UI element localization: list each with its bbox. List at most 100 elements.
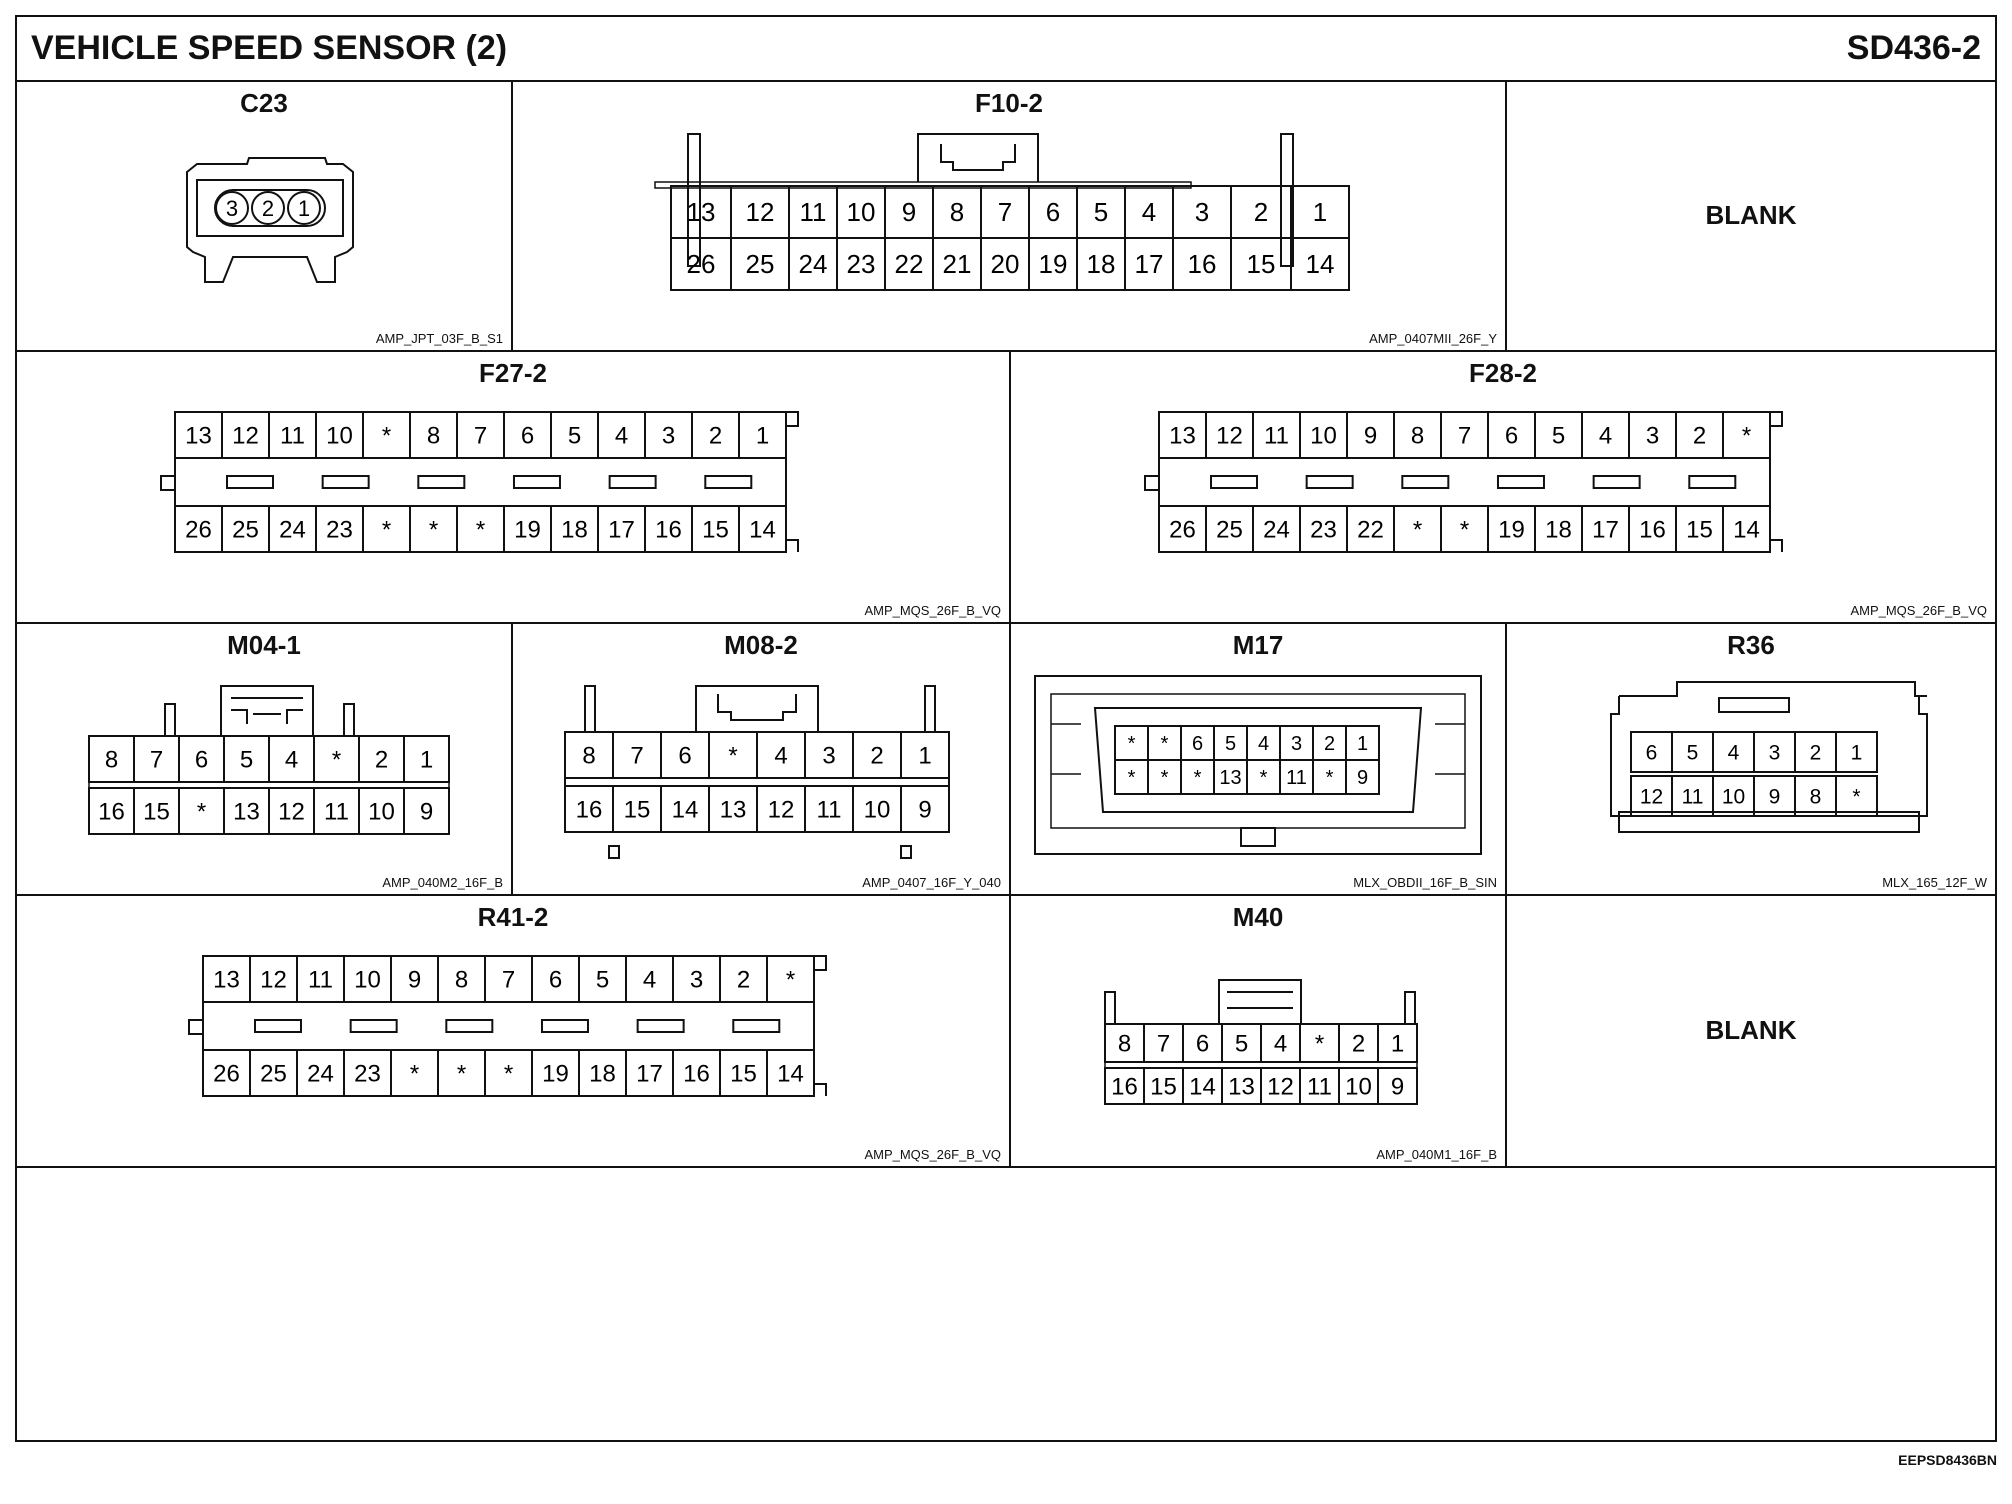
pin-number: 9 [1357,767,1368,789]
pin-number: 7 [474,423,487,450]
pin-number: 19 [514,517,541,544]
pin-number: 2 [737,967,750,994]
pin-number: 3 [662,423,675,450]
pin-number: 24 [799,249,828,279]
pin-number: 3 [1291,733,1302,755]
pin-number: 15 [143,799,170,826]
pin-number: 2 [375,747,388,774]
connector-type: AMP_040M2_16F_B [382,875,503,890]
pin-number: 5 [596,967,609,994]
pin-number: 6 [1046,197,1060,227]
pin-number: 2 [709,423,722,450]
pin-number: 8 [105,747,118,774]
connector-name: R36 [1727,630,1775,660]
empty-pin-mark: * [197,799,206,826]
pin-number: 17 [1135,249,1164,279]
connector-type: MLX_OBDII_16F_B_SIN [1353,875,1497,890]
pin-number: 14 [1306,249,1335,279]
pin-number: 5 [240,747,253,774]
pin-number: 22 [895,249,924,279]
pin-number: 4 [1258,733,1269,755]
pin-number: 11 [1682,786,1704,809]
connector-name: M04-1 [227,630,301,660]
pin-number: 19 [1498,517,1525,544]
pin-number: 26 [687,249,716,279]
pin-number: 8 [1118,1031,1131,1058]
pin-number: 19 [1039,249,1068,279]
pin-number: 12 [232,423,259,450]
pin-number: 12 [768,797,795,824]
pin-number: 13 [1219,767,1241,789]
pin-number: 9 [1391,1074,1404,1101]
empty-pin-mark: * [476,517,485,544]
pin-number: 16 [1639,517,1666,544]
pin-number: 12 [1267,1074,1294,1101]
connector-name: F28-2 [1469,358,1537,388]
pin-number: 6 [1505,423,1518,450]
pin-number: 3 [1646,423,1659,450]
f28-2-pins-bottom-cavity-12 [1722,505,1771,553]
pin-number: 14 [1189,1074,1216,1101]
pin-number: 23 [847,249,876,279]
pin-number: 2 [262,196,274,221]
pin-number: 8 [582,743,595,770]
m04-bottom-cavity-7 [403,787,450,835]
pin-number: 14 [749,517,776,544]
empty-pin-mark: * [1326,767,1334,789]
pin-number: 15 [1247,249,1276,279]
pin-number: 25 [746,249,775,279]
pin-number: 11 [800,197,827,227]
connector-type: AMP_MQS_26F_B_VQ [864,603,1001,618]
pin-number: 24 [307,1061,334,1088]
pin-number: 11 [324,799,349,826]
pin-number: 6 [549,967,562,994]
pin-number: 8 [950,197,964,227]
empty-pin-mark: * [457,1061,466,1088]
pin-number: 11 [1286,767,1307,789]
connector-type: AMP_0407MII_26F_Y [1369,331,1497,346]
pin-number: 25 [232,517,259,544]
pin-number: 9 [408,967,421,994]
empty-pin-mark: * [1194,767,1202,789]
empty-pin-mark: * [786,967,795,994]
pin-number: 9 [902,197,916,227]
c23-cavity-2 [287,191,321,225]
pin-number: 15 [730,1061,757,1088]
pin-number: 9 [918,797,931,824]
empty-pin-mark: * [429,517,438,544]
page-title: VEHICLE SPEED SENSOR (2) [31,29,508,67]
pin-number: 21 [943,249,972,279]
empty-pin-mark: * [1852,786,1860,809]
pin-number: 10 [864,797,891,824]
connector-type: AMP_MQS_26F_B_VQ [864,1147,1001,1162]
pin-number: 18 [1545,517,1572,544]
pin-number: 7 [1157,1031,1170,1058]
pin-number: 11 [1307,1074,1332,1101]
pin-number: 14 [1733,517,1760,544]
pin-number: 6 [1196,1031,1209,1058]
blank-cell-2: BLANK [1505,894,1997,1168]
pin-number: 1 [1357,733,1368,755]
pin-number: 15 [1150,1074,1177,1101]
pin-number: 2 [1324,733,1335,755]
pin-number: 26 [213,1061,240,1088]
pin-number: 20 [991,249,1020,279]
pin-number: 17 [608,517,635,544]
r41-2-pins-bottom-cavity-12 [766,1049,815,1097]
page-header: VEHICLE SPEED SENSOR (2) SD436-2 [15,15,1997,82]
pin-number: 10 [326,423,353,450]
connector-name: F10-2 [975,88,1043,118]
pin-number: 2 [1352,1031,1365,1058]
pin-number: 10 [368,799,395,826]
